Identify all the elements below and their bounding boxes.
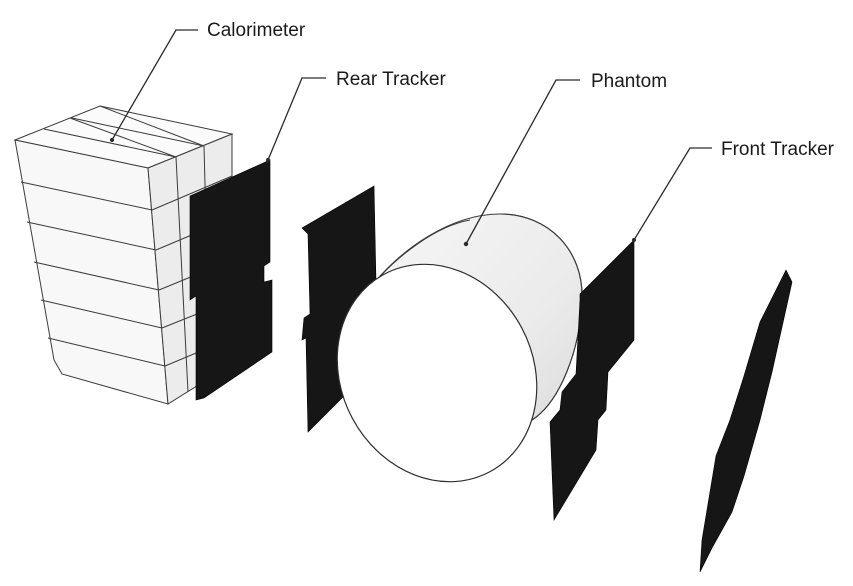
rear-tracker-plate-1: [189, 159, 273, 401]
front-tracker-leader-line: [633, 147, 712, 241]
rear-tracker-label: Rear Tracker: [336, 69, 446, 90]
phantom-label: Phantom: [591, 71, 667, 92]
phantom-leader-dot: [463, 241, 469, 247]
phantom: [336, 213, 583, 483]
front-tracker-leader-dot: [632, 238, 636, 242]
calorimeter-callout: Calorimeter: [110, 20, 306, 142]
calorimeter-leader-line: [111, 29, 198, 141]
calorimeter-front-face: [14, 139, 169, 405]
rear-tracker-leader-line: [267, 77, 326, 161]
phantom-leader-line: [465, 79, 580, 245]
phantom-front-face: [336, 263, 538, 483]
phantom-callout: Phantom: [463, 71, 667, 247]
calorimeter-leader-dot: [110, 138, 114, 142]
rear-tracker-leader-dot: [266, 158, 270, 162]
calorimeter-label: Calorimeter: [207, 20, 306, 41]
front-tracker-plate-1: [549, 239, 635, 522]
front-tracker-plate-2: [699, 269, 793, 573]
rear-tracker-callout: Rear Tracker: [266, 69, 446, 162]
front-tracker-callout: Front Tracker: [632, 139, 835, 242]
front-tracker-label: Front Tracker: [721, 139, 835, 160]
